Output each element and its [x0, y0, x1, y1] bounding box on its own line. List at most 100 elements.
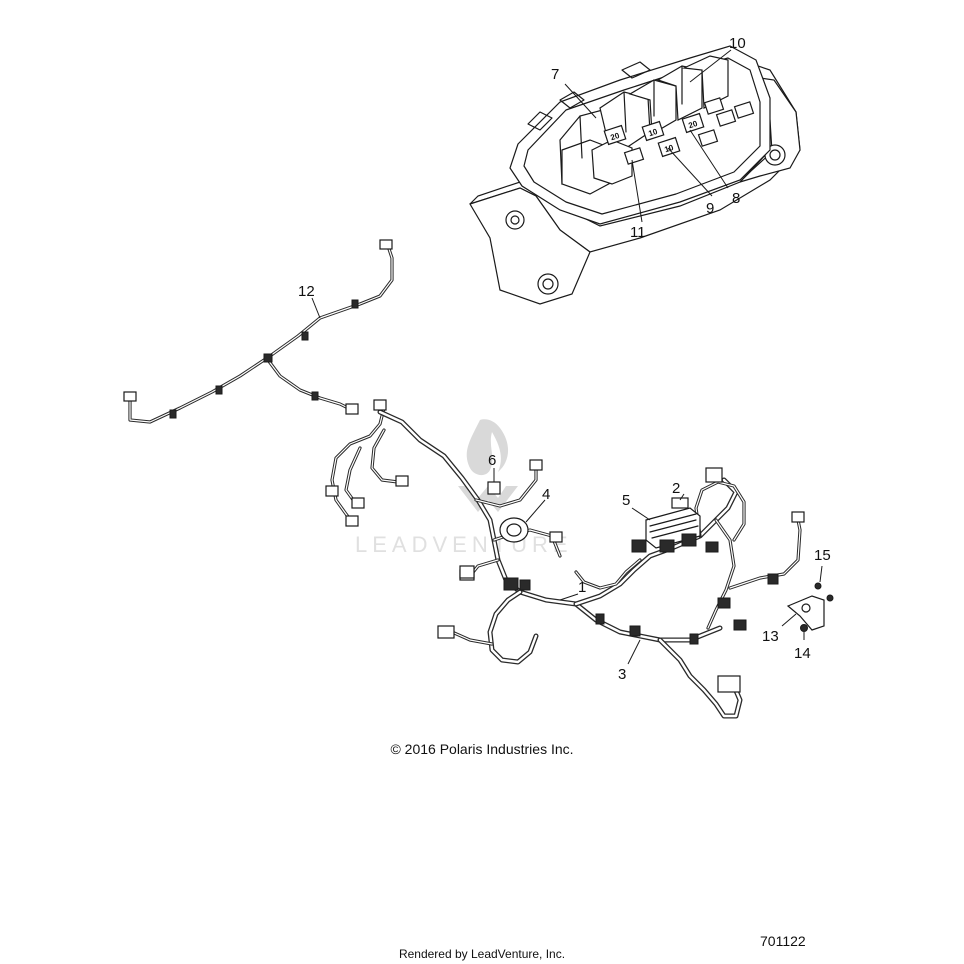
fuse-small-1: [623, 147, 645, 165]
fuse-small-4: [733, 101, 755, 119]
fuse-small-3: [715, 109, 737, 127]
connector-upper-3: [345, 515, 359, 527]
connector-cluster-1: [503, 577, 519, 591]
harness-12-connector-top: [379, 239, 393, 250]
harness-12-clip-4: [301, 331, 309, 341]
harness-1-plug-lead: [450, 630, 494, 646]
connector-upper-4: [395, 475, 409, 487]
copyright-notice: © 2016 Polaris Industries Inc.: [390, 741, 574, 757]
harness-3-connector: [717, 675, 741, 693]
fuse-box-tab-left: [527, 111, 553, 131]
item-2-connector: [671, 497, 689, 509]
fuse-20-b: [681, 112, 705, 134]
connector-right-2: [717, 597, 731, 609]
fuse-small-5: [703, 97, 725, 115]
callouts: 7 10 8 9 11 12 6 4 5 2 1 3 15 13 14: [298, 35, 831, 683]
connector-upper-1: [373, 399, 387, 411]
fuse-10-a: [641, 120, 665, 142]
item-5-connector-a: [631, 539, 647, 553]
harness-12: [123, 239, 394, 424]
callout-11: 11: [630, 224, 646, 241]
leader-13: [781, 613, 797, 627]
callout-7: 7: [551, 66, 559, 83]
harness-clip-a: [629, 625, 641, 637]
mount-hole-right-inner: [769, 149, 781, 161]
item-6-relay: [487, 481, 501, 495]
callout-14: 14: [794, 645, 811, 662]
callout-1: 1: [578, 579, 586, 596]
item-15-fastener: [814, 582, 834, 602]
item-5-connector-b: [659, 539, 675, 553]
fuse-10-b: [657, 136, 681, 158]
fuse-small-2: [697, 129, 719, 147]
mount-hole-bottom-inner: [542, 278, 554, 290]
fuse-box-tab-top: [621, 61, 651, 79]
diagram-number: 701122: [760, 933, 806, 949]
callout-5: 5: [622, 492, 630, 509]
leader-4: [525, 499, 546, 523]
harness-12-connector-end: [345, 403, 359, 415]
leader-3: [627, 639, 641, 665]
connector-right-1: [705, 541, 719, 553]
leader-10: [689, 49, 732, 83]
watermark-text: LEADVENTURE: [355, 532, 573, 557]
callout-15: 15: [814, 547, 831, 564]
harness-12-wire: [128, 244, 394, 424]
harness-1-left-loop-3: [344, 446, 362, 506]
item-4-center: [506, 523, 522, 537]
leader-lines: [311, 49, 823, 665]
fuse-20-a: [603, 124, 627, 146]
item-4-sensor: [499, 517, 529, 543]
watermark-flame-icon: [466, 419, 509, 476]
connector-right-4: [767, 573, 779, 585]
relay-edge-2: [623, 91, 627, 133]
leader-2: [679, 493, 685, 501]
connector-branch-6: [529, 459, 543, 471]
mount-hole-left-inner: [510, 215, 520, 225]
callout-9: 9: [706, 200, 714, 217]
callout-10: 10: [729, 35, 746, 52]
item-13-bracket: [786, 595, 825, 631]
leader-12: [311, 297, 321, 319]
harness-clip-b: [595, 613, 605, 625]
item-15-screw: [814, 582, 822, 590]
callout-3: 3: [618, 666, 626, 683]
item-14-nut: [800, 624, 808, 632]
harness-1-far-right-connector: [791, 511, 805, 523]
connector-mid: [549, 531, 563, 543]
callout-13: 13: [762, 628, 779, 645]
fuse-row: 20 10 20 10: [603, 97, 755, 165]
harness-12-branch: [266, 358, 354, 412]
callout-12: 12: [298, 283, 315, 300]
relay-edge-1: [579, 115, 583, 159]
leader-1: [559, 593, 579, 601]
item-15-nut: [826, 594, 834, 602]
fuse-20-b-label: 20: [687, 119, 699, 130]
harness-clip-c: [689, 633, 699, 645]
watermark: LEADVENTURE: [355, 419, 573, 557]
connector-upper-2: [325, 485, 339, 497]
fuse-10-b-label: 10: [663, 143, 675, 154]
leader-15: [819, 565, 823, 583]
item-5-fuse-block: [631, 507, 701, 553]
item-5-connector-c: [681, 533, 697, 547]
item-13-body: [786, 595, 825, 631]
callout-4: 4: [542, 486, 550, 503]
fuse-box-tab-top2: [559, 91, 585, 109]
connector-right-3: [733, 619, 747, 631]
harness-12-clip-5: [169, 409, 177, 419]
relay-5: [681, 55, 729, 109]
item-13-hole: [801, 603, 811, 613]
harness-12-clip-2: [215, 385, 223, 395]
leader-9: [667, 147, 713, 197]
harness-1-right-branch: [706, 518, 736, 630]
leader-11: [631, 159, 643, 223]
leader-8: [689, 129, 729, 189]
relay-row: [559, 55, 729, 195]
callout-2: 2: [672, 480, 680, 497]
harness-12-clip-3: [351, 299, 359, 309]
harness-1-plug-connector: [437, 625, 455, 639]
main-harness-1: [325, 399, 805, 719]
connector-upper-5: [351, 497, 365, 509]
